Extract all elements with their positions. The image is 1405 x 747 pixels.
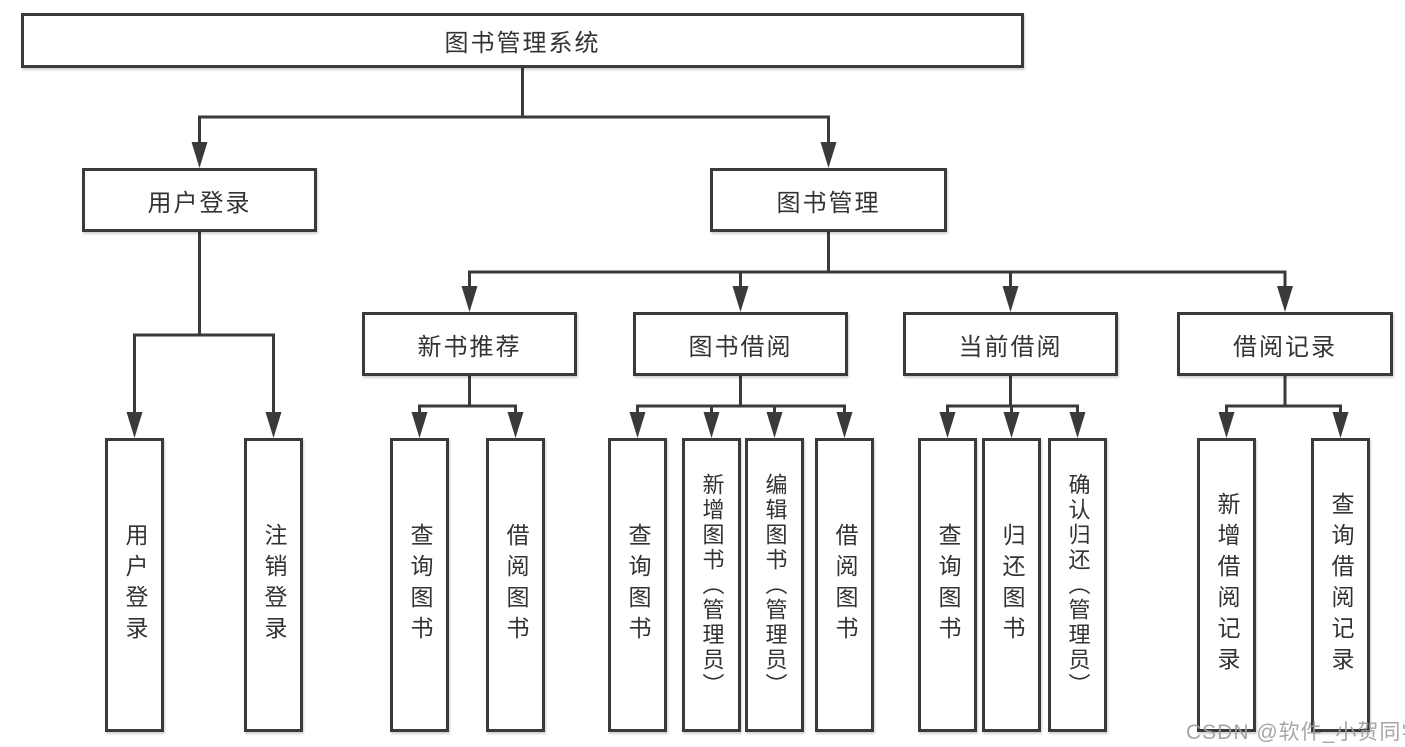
node-book-borrow: 图书借阅 [633,312,848,376]
leaf-recommend-query-books: 查询图书 [390,438,449,732]
leaf-borrow-query-books-label: 查询图书 [625,523,651,647]
leaf-query-borrow-record-label: 查询借阅记录 [1328,492,1354,678]
leaf-query-borrow-record: 查询借阅记录 [1311,438,1370,732]
node-root: 图书管理系统 [21,13,1024,68]
leaf-confirm-return-admin-label: 确认归还（管理员） [1065,472,1091,698]
leaf-logout-label: 注销登录 [261,523,287,647]
leaf-edit-books-admin: 编辑图书（管理员） [745,438,804,732]
leaf-borrow-query-books: 查询图书 [608,438,667,732]
leaf-edit-books-admin-label: 编辑图书（管理员） [762,472,788,698]
node-user-login-label: 用户登录 [147,189,252,217]
leaf-borrow-books-label: 借阅图书 [832,523,858,647]
leaf-user-login-label: 用户登录 [122,523,148,647]
node-book-management-label: 图书管理 [776,189,881,217]
node-root-label: 图书管理系统 [444,30,601,57]
node-book-management: 图书管理 [710,168,947,232]
node-borrow-records: 借阅记录 [1177,312,1393,376]
node-current-borrow-label: 当前借阅 [958,333,1063,361]
leaf-return-books: 归还图书 [982,438,1041,732]
leaf-current-query-books-label: 查询图书 [935,523,961,647]
leaf-recommend-borrow-books: 借阅图书 [486,438,545,732]
node-current-borrow: 当前借阅 [903,312,1118,376]
node-borrow-records-label: 借阅记录 [1233,333,1337,361]
leaf-logout: 注销登录 [244,438,303,732]
node-new-book-recommend-label: 新书推荐 [417,333,522,361]
leaf-add-books-admin: 新增图书（管理员） [682,438,741,732]
leaf-recommend-query-books-label: 查询图书 [407,523,433,647]
leaf-return-books-label: 归还图书 [999,523,1025,647]
arrowheads [126,142,1349,438]
node-new-book-recommend: 新书推荐 [362,312,577,376]
leaf-recommend-borrow-books-label: 借阅图书 [503,523,529,647]
node-user-login: 用户登录 [82,168,317,232]
leaf-add-borrow-record: 新增借阅记录 [1197,438,1256,732]
leaf-add-borrow-record-label: 新增借阅记录 [1214,492,1240,678]
leaf-current-query-books: 查询图书 [918,438,977,732]
leaf-borrow-books: 借阅图书 [815,438,874,732]
leaf-user-login: 用户登录 [105,438,164,732]
node-book-borrow-label: 图书借阅 [688,333,793,361]
leaf-add-books-admin-label: 新增图书（管理员） [699,472,725,698]
csdn-watermark: CSDN @软件_小贺同学 [1186,721,1405,744]
leaf-confirm-return-admin: 确认归还（管理员） [1048,438,1107,732]
